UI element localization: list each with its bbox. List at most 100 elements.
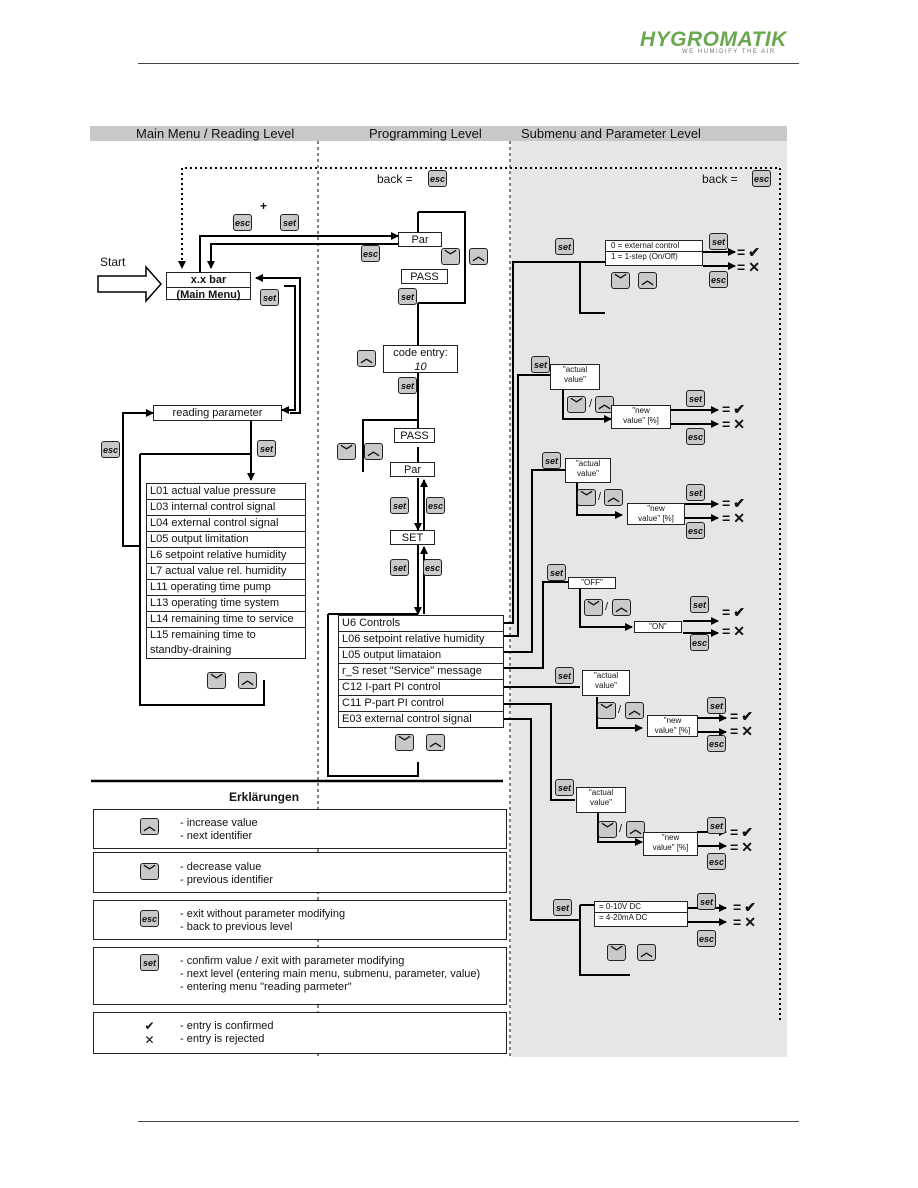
programming-list-item[interactable]: r_S reset "Service" message — [339, 664, 503, 680]
l06-down-button[interactable]: ﹀ — [567, 396, 586, 413]
back-esc-button-programming[interactable]: esc — [428, 170, 447, 187]
reading-up-button[interactable]: ︿ — [238, 672, 257, 689]
programming-list-item[interactable]: L06 setpoint relative humidity — [339, 632, 503, 648]
l05-up-button[interactable]: ︿ — [604, 489, 623, 506]
e03-option-0: = 0-10V DC — [595, 902, 687, 913]
reading-list-item[interactable]: L05 output limitation — [147, 532, 305, 548]
c12-up-button[interactable]: ︿ — [625, 702, 644, 719]
rs-confirm-set-button[interactable]: set — [690, 596, 709, 613]
pass-set-button[interactable]: set — [398, 288, 417, 305]
reading-list-item[interactable]: L03 internal control signal — [147, 500, 305, 516]
rs-up-button[interactable]: ︿ — [612, 599, 631, 616]
reading-list-item[interactable]: L01 actual value pressure — [147, 484, 305, 500]
l06-confirm-set-button[interactable]: set — [686, 390, 705, 407]
u6-reject-esc-button[interactable]: esc — [709, 271, 728, 288]
programming-list-item[interactable]: C12 I-part PI control — [339, 680, 503, 696]
reading-list-item[interactable]: L7 actual value rel. humidity — [147, 564, 305, 580]
l06-up-button[interactable]: ︿ — [595, 396, 614, 413]
back-esc-button-submenu[interactable]: esc — [752, 170, 771, 187]
c11-reject-esc-button[interactable]: esc — [707, 853, 726, 870]
l05-set-button[interactable]: set — [542, 452, 561, 469]
l06-set-button[interactable]: set — [531, 356, 550, 373]
u6-set-button[interactable]: set — [555, 238, 574, 255]
u6-option-0: 0 = external control — [606, 241, 702, 252]
eq-sign: = — [730, 824, 739, 840]
rs-set-button[interactable]: set — [547, 564, 566, 581]
reading-list-item[interactable]: L13 operating time system — [147, 596, 305, 612]
programming-list-item[interactable]: U6 Controls — [339, 616, 503, 632]
e03-reject-esc-button[interactable]: esc — [697, 930, 716, 947]
par-esc-button-lower[interactable]: esc — [426, 497, 445, 514]
reading-parameter-box: reading parameter — [153, 405, 282, 421]
programming-list-item[interactable]: E03 external control signal — [342, 713, 472, 725]
cross-icon: ✕ — [733, 416, 745, 432]
c12-set-button[interactable]: set — [555, 667, 574, 684]
e03-confirm-symbol: =✔ — [733, 899, 756, 916]
rs-down-button[interactable]: ﹀ — [584, 599, 603, 616]
c12-down-button[interactable]: ﹀ — [597, 702, 616, 719]
reading-down-button[interactable]: ﹀ — [207, 672, 226, 689]
l05-confirm-set-button[interactable]: set — [686, 484, 705, 501]
programming-list-item[interactable]: L05 output limataion — [339, 648, 503, 664]
u6-down-button[interactable]: ﹀ — [611, 272, 630, 289]
eq-sign: = — [730, 708, 739, 724]
prog-down-button[interactable]: ﹀ — [395, 734, 414, 751]
eq-sign: = — [730, 839, 739, 855]
code-up-button[interactable]: ︿ — [357, 350, 376, 367]
reading-list-item[interactable]: L04 external control signal — [147, 516, 305, 532]
reading-list-item[interactable]: L6 setpoint relative humidity — [147, 548, 305, 564]
reading-list-item[interactable]: L14 remaining time to service — [147, 612, 305, 628]
pass-up-button[interactable]: ︿ — [364, 443, 383, 460]
code-set-button[interactable]: set — [398, 377, 417, 394]
par-down-button[interactable]: ﹀ — [441, 248, 460, 265]
prog-up-button[interactable]: ︿ — [426, 734, 445, 751]
l06-confirm-symbol: =✔ — [722, 401, 745, 418]
cross-icon: ✕ — [741, 723, 753, 739]
main-set-button[interactable]: set — [260, 289, 279, 306]
c12-new-value: "new value" [%] — [647, 715, 698, 737]
c12-confirm-set-button[interactable]: set — [707, 697, 726, 714]
l05-down-button[interactable]: ﹀ — [577, 489, 596, 506]
c11-confirm-set-button[interactable]: set — [707, 817, 726, 834]
e03-confirm-set-button[interactable]: set — [697, 893, 716, 910]
u6-confirm-set-button[interactable]: set — [709, 233, 728, 250]
u6-options-box: 0 = external control 1 = 1-step (On/Off) — [605, 240, 703, 266]
check-icon: ✔ — [733, 495, 745, 511]
legend-cross-icon: ✕ — [144, 1033, 155, 1047]
e03-down-button[interactable]: ﹀ — [607, 944, 626, 961]
eq-sign: = — [737, 259, 746, 275]
l05-reject-symbol: =✕ — [722, 510, 745, 527]
reading-esc-button[interactable]: esc — [101, 441, 120, 458]
e03-set-button[interactable]: set — [553, 899, 572, 916]
u6-up-button[interactable]: ︿ — [638, 272, 657, 289]
l05-reject-esc-button[interactable]: esc — [686, 522, 705, 539]
check-icon: ✔ — [744, 899, 756, 915]
pass-box: PASS — [394, 428, 435, 443]
par-set-button[interactable]: set — [390, 497, 409, 514]
setbox-set-button[interactable]: set — [390, 559, 409, 576]
c12-reject-esc-button[interactable]: esc — [707, 735, 726, 752]
programming-list-item[interactable]: C11 P-part PI control — [339, 696, 503, 712]
reading-set-button[interactable]: set — [257, 440, 276, 457]
c12-confirm-symbol: =✔ — [730, 708, 753, 725]
pass-down-button[interactable]: ﹀ — [337, 443, 356, 460]
e03-up-button[interactable]: ︿ — [637, 944, 656, 961]
c11-set-button[interactable]: set — [555, 779, 574, 796]
u6-option-1: 1 = 1-step (On/Off) — [611, 252, 678, 261]
combo-esc-button[interactable]: esc — [233, 214, 252, 231]
setbox-esc-button[interactable]: esc — [423, 559, 442, 576]
par-esc-button[interactable]: esc — [361, 245, 380, 262]
c12-reject-symbol: =✕ — [730, 723, 753, 740]
rs-reject-esc-button[interactable]: esc — [690, 634, 709, 651]
par-up-button[interactable]: ︿ — [469, 248, 488, 265]
reading-list-item[interactable]: L11 operating time pump — [147, 580, 305, 596]
c11-down-button[interactable]: ﹀ — [598, 821, 617, 838]
reading-list-item[interactable]: L15 remaining time to standby-draining — [150, 629, 256, 656]
legend-increase-text: - increase value - next identifier — [180, 817, 258, 842]
combo-set-button[interactable]: set — [280, 214, 299, 231]
header-rule — [138, 63, 799, 64]
l06-reject-esc-button[interactable]: esc — [686, 428, 705, 445]
legend-row-decrease: ﹀ - decrease value - previous identifier — [93, 852, 507, 893]
c11-up-button[interactable]: ︿ — [626, 821, 645, 838]
